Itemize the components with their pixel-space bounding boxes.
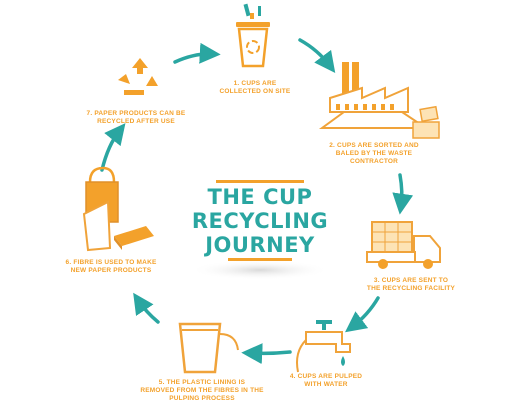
cup-bin-icon (236, 3, 270, 68)
factory-icon (318, 62, 440, 139)
title-line-3: JOURNEY (205, 233, 315, 257)
title-line-2: RECYCLING (191, 209, 329, 233)
truck-icon (366, 221, 441, 269)
step-1-label: 1. CUPS ARE COLLECTED ON SITE (219, 80, 291, 95)
arrow-6-to-7 (100, 123, 126, 172)
title-underline (228, 258, 292, 261)
diagram-title: THE CUP RECYCLING JOURNEY (190, 185, 330, 257)
cycle-arrows (100, 38, 414, 365)
tap-icon (296, 320, 351, 373)
title-line-1: THE CUP (207, 185, 313, 209)
title-shadow (190, 260, 330, 280)
arrow-1-to-2 (298, 38, 336, 73)
step-2-label: 2. CUPS ARE SORTED AND BALED BY THE WAST… (329, 142, 419, 165)
step-3-label: 3. CUPS ARE SENT TO THE RECYCLING FACILI… (366, 277, 456, 292)
arrow-4-to-5 (241, 343, 292, 365)
step-6-label: 6. FIBRE IS USED TO MAKE NEW PAPER PRODU… (65, 259, 157, 274)
title-top-rule (216, 180, 304, 183)
pulp-cup-icon (178, 322, 239, 374)
bag-icon (82, 166, 154, 252)
arrow-2-to-3 (392, 173, 414, 215)
arrow-5-to-6 (133, 292, 160, 324)
arrow-7-to-1 (173, 42, 221, 64)
step-7-label: 7. PAPER PRODUCTS CAN BE RECYCLED AFTER … (86, 110, 186, 125)
recycle-icon (118, 58, 158, 95)
arrow-3-to-4 (345, 296, 380, 333)
step-5-label: 5. THE PLASTIC LINING IS REMOVED FROM TH… (140, 379, 264, 402)
step-4-label: 4. CUPS ARE PULPED WITH WATER (289, 373, 363, 388)
